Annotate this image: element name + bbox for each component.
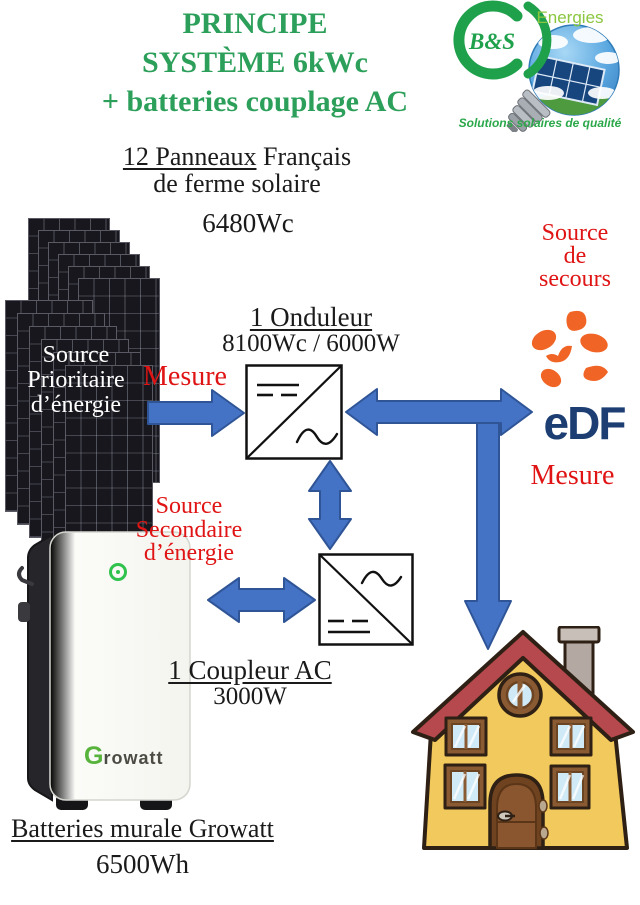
secondary-line-2: Secondaire (135, 516, 243, 543)
edf-wordmark: eDF (543, 397, 627, 449)
coupler-spec: 3000W (213, 683, 287, 710)
secondary-source-label: Source Secondaire d’énergie (109, 493, 269, 566)
page-title: PRINCIPE SYSTÈME 6kWc + batteries coupla… (55, 4, 455, 121)
inverter-spec: 8100Wc / 6000W (222, 330, 400, 357)
ac-sine (360, 570, 403, 587)
battery-front (49, 531, 191, 801)
secondary-line-1: Source (155, 493, 223, 519)
primary-source-line-1: Source (42, 342, 110, 368)
panels-heading-line-2: de ferme solaire (153, 169, 321, 198)
company-logo: B&S Energies Solutions solaires de quali… (453, 0, 622, 132)
panels-heading-rest: Français (263, 142, 352, 171)
brand-text: B&S (468, 29, 515, 54)
brand-slogan: Solutions solaires de qualité (459, 116, 622, 130)
ac-sine (295, 428, 339, 445)
door-hinge (539, 826, 549, 840)
inverter-icon (245, 364, 343, 460)
panels-count-underlined: 12 Panneaux (122, 142, 257, 171)
measure-label-right: Mesure (530, 460, 615, 491)
arrow-inverter-coupler-bidirectional (308, 460, 352, 550)
arrow-battery-coupler-bidirectional (207, 577, 316, 623)
arrow-grid-to-house (464, 412, 512, 650)
title-line-2: SYSTÈME 6kWc (142, 46, 368, 79)
door (488, 773, 549, 850)
panels-heading-line-1: 12 Panneaux Français (57, 143, 417, 170)
brand-swirl (453, 0, 552, 80)
house-icon (411, 626, 635, 850)
coupler-icon (318, 553, 414, 646)
window (549, 716, 593, 757)
window (443, 763, 487, 810)
title-line-1: PRINCIPE (182, 7, 328, 40)
panels-heading: 12 Panneaux Français de ferme solaire (57, 143, 417, 197)
inverter-label: 1 Onduleur 8100Wc / 6000W (211, 303, 411, 356)
growatt-logo: Growatt (84, 742, 163, 771)
door-hinge (538, 799, 548, 813)
arrow-inverter-grid-bidirectional (345, 388, 533, 436)
battery-led (109, 563, 127, 581)
primary-source-line-3: d’énergie (30, 392, 122, 418)
house-roof (411, 630, 635, 742)
coupler-name: 1 Coupleur AC (168, 655, 332, 685)
battery-label: Batteries murale Growatt 6500Wh (0, 815, 285, 878)
grass (529, 93, 619, 115)
growatt-logo-g: G (84, 742, 104, 770)
coupler-label: 1 Coupleur AC 3000W (150, 656, 350, 709)
primary-source-label: Source Prioritaire d’énergie (0, 343, 152, 418)
bulb-base (506, 89, 551, 132)
window (444, 716, 488, 757)
measure-label-left: Mesure (143, 361, 227, 392)
edf-flame-icon (531, 310, 608, 388)
backup-line-1: Source (541, 220, 609, 246)
title-line-3: + batteries couplage AC (101, 85, 409, 118)
arrow-panels-to-inverter (147, 389, 245, 437)
secondary-line-3: d’énergie (143, 540, 235, 566)
dc-symbol (328, 619, 370, 634)
attic-window (497, 672, 543, 718)
backup-source-label: Source de secours (515, 220, 635, 292)
battery-name: Batteries murale Growatt (11, 814, 274, 843)
backup-line-2: de (563, 243, 587, 269)
battery-hook (17, 566, 34, 586)
brand-name-text: Energies (536, 8, 603, 27)
inverter-name: 1 Onduleur (249, 302, 373, 332)
window (549, 764, 591, 810)
battery-side (27, 533, 53, 802)
growatt-logo-rest: rowatt (103, 748, 164, 768)
primary-source-line-2: Prioritaire (27, 367, 125, 393)
panels-power: 6480Wc (202, 208, 294, 238)
backup-line-3: secours (539, 266, 611, 292)
battery-capacity: 6500Wh (96, 849, 189, 879)
dc-symbol (257, 383, 299, 397)
battery-handle (18, 602, 30, 622)
battery-icon (17, 531, 191, 810)
bulb-glass (528, 24, 620, 116)
